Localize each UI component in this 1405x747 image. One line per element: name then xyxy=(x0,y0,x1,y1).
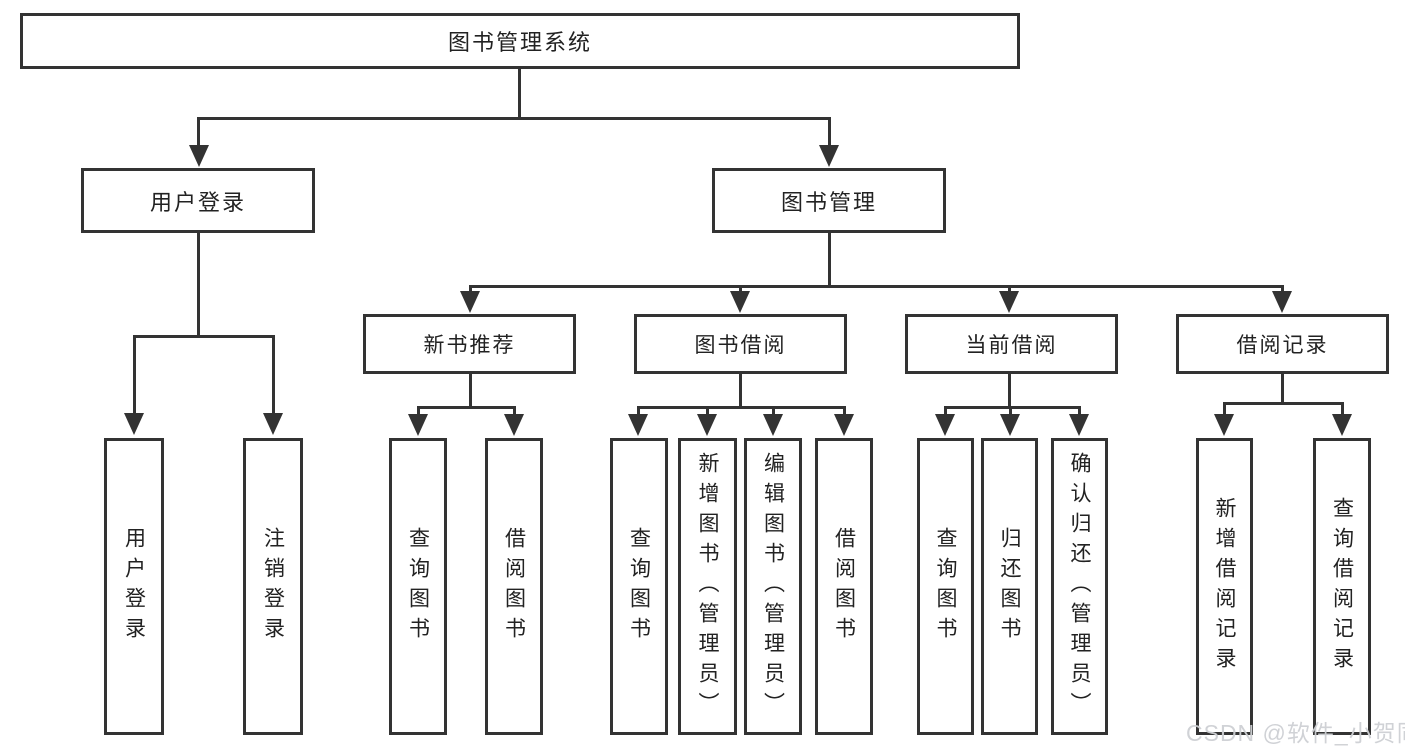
connector-line xyxy=(513,406,516,418)
connector-line xyxy=(1281,374,1284,404)
connector-line xyxy=(197,117,831,120)
leaf-cb-query-books: 查询图书 xyxy=(917,438,974,735)
connector-line xyxy=(1281,285,1284,295)
connector-line xyxy=(469,374,472,408)
leaf-bb-edit-books-admin: 编辑图书（管理员） xyxy=(744,438,802,735)
connector-line xyxy=(1009,406,1012,418)
csdn-watermark: CSDN @软件_小贺同学 xyxy=(1186,720,1405,746)
node-book-management: 图书管理 xyxy=(712,168,946,233)
leaf-nbr-query-books: 查询图书 xyxy=(389,438,447,735)
arrowhead-icon xyxy=(763,414,783,436)
node-borrowing-records: 借阅记录 xyxy=(1176,314,1389,374)
arrowhead-icon xyxy=(1069,414,1089,436)
connector-line xyxy=(133,335,275,338)
connector-line xyxy=(1223,402,1226,418)
connector-line xyxy=(1008,285,1011,295)
leaf-bb-borrow-books: 借阅图书 xyxy=(815,438,873,735)
connector-line xyxy=(417,406,516,409)
connector-line xyxy=(1078,406,1081,418)
leaf-bb-add-books-admin: 新增图书（管理员） xyxy=(678,438,737,735)
arrowhead-icon xyxy=(189,145,209,167)
connector-line xyxy=(469,285,472,295)
arrowhead-icon xyxy=(504,414,524,436)
connector-line xyxy=(944,406,1081,409)
connector-line xyxy=(1341,402,1344,418)
connector-line xyxy=(1008,374,1011,408)
connector-line xyxy=(518,69,521,119)
arrowhead-icon xyxy=(124,413,144,435)
connector-line xyxy=(739,374,742,408)
arrowhead-icon xyxy=(1000,414,1020,436)
connector-line xyxy=(828,117,831,147)
leaf-br-add-record: 新增借阅记录 xyxy=(1196,438,1253,735)
connector-line xyxy=(417,406,420,418)
connector-line xyxy=(197,233,200,335)
connector-line xyxy=(133,335,136,415)
connector-line xyxy=(944,406,947,418)
leaf-nbr-borrow-books: 借阅图书 xyxy=(485,438,543,735)
node-new-book-recommend: 新书推荐 xyxy=(363,314,576,374)
arrowhead-icon xyxy=(1214,414,1234,436)
arrowhead-icon xyxy=(697,414,717,436)
arrowhead-icon xyxy=(408,414,428,436)
node-root: 图书管理系统 xyxy=(20,13,1020,69)
connector-line xyxy=(469,285,1284,288)
connector-line xyxy=(197,117,200,147)
arrowhead-icon xyxy=(1272,291,1292,313)
leaf-br-query-record: 查询借阅记录 xyxy=(1313,438,1371,735)
leaf-logout: 注销登录 xyxy=(243,438,303,735)
node-user-login: 用户登录 xyxy=(81,168,315,233)
connector-line xyxy=(843,406,846,418)
leaf-bb-query-books: 查询图书 xyxy=(610,438,668,735)
connector-line xyxy=(772,406,775,418)
arrowhead-icon xyxy=(730,291,750,313)
node-book-borrowing: 图书借阅 xyxy=(634,314,847,374)
arrowhead-icon xyxy=(460,291,480,313)
connector-line xyxy=(637,406,640,418)
node-current-borrowing: 当前借阅 xyxy=(905,314,1118,374)
arrowhead-icon xyxy=(834,414,854,436)
arrowhead-icon xyxy=(999,291,1019,313)
connector-line xyxy=(706,406,709,418)
leaf-cb-return-books: 归还图书 xyxy=(981,438,1038,735)
connector-line xyxy=(1223,402,1344,405)
leaf-cb-confirm-return-admin: 确认归还（管理员） xyxy=(1051,438,1108,735)
connector-line xyxy=(637,406,846,409)
connector-line xyxy=(828,233,831,287)
arrowhead-icon xyxy=(935,414,955,436)
arrowhead-icon xyxy=(263,413,283,435)
connector-line xyxy=(272,335,275,415)
connector-line xyxy=(739,285,742,295)
arrowhead-icon xyxy=(628,414,648,436)
arrowhead-icon xyxy=(819,145,839,167)
arrowhead-icon xyxy=(1332,414,1352,436)
leaf-user-login: 用户登录 xyxy=(104,438,164,735)
